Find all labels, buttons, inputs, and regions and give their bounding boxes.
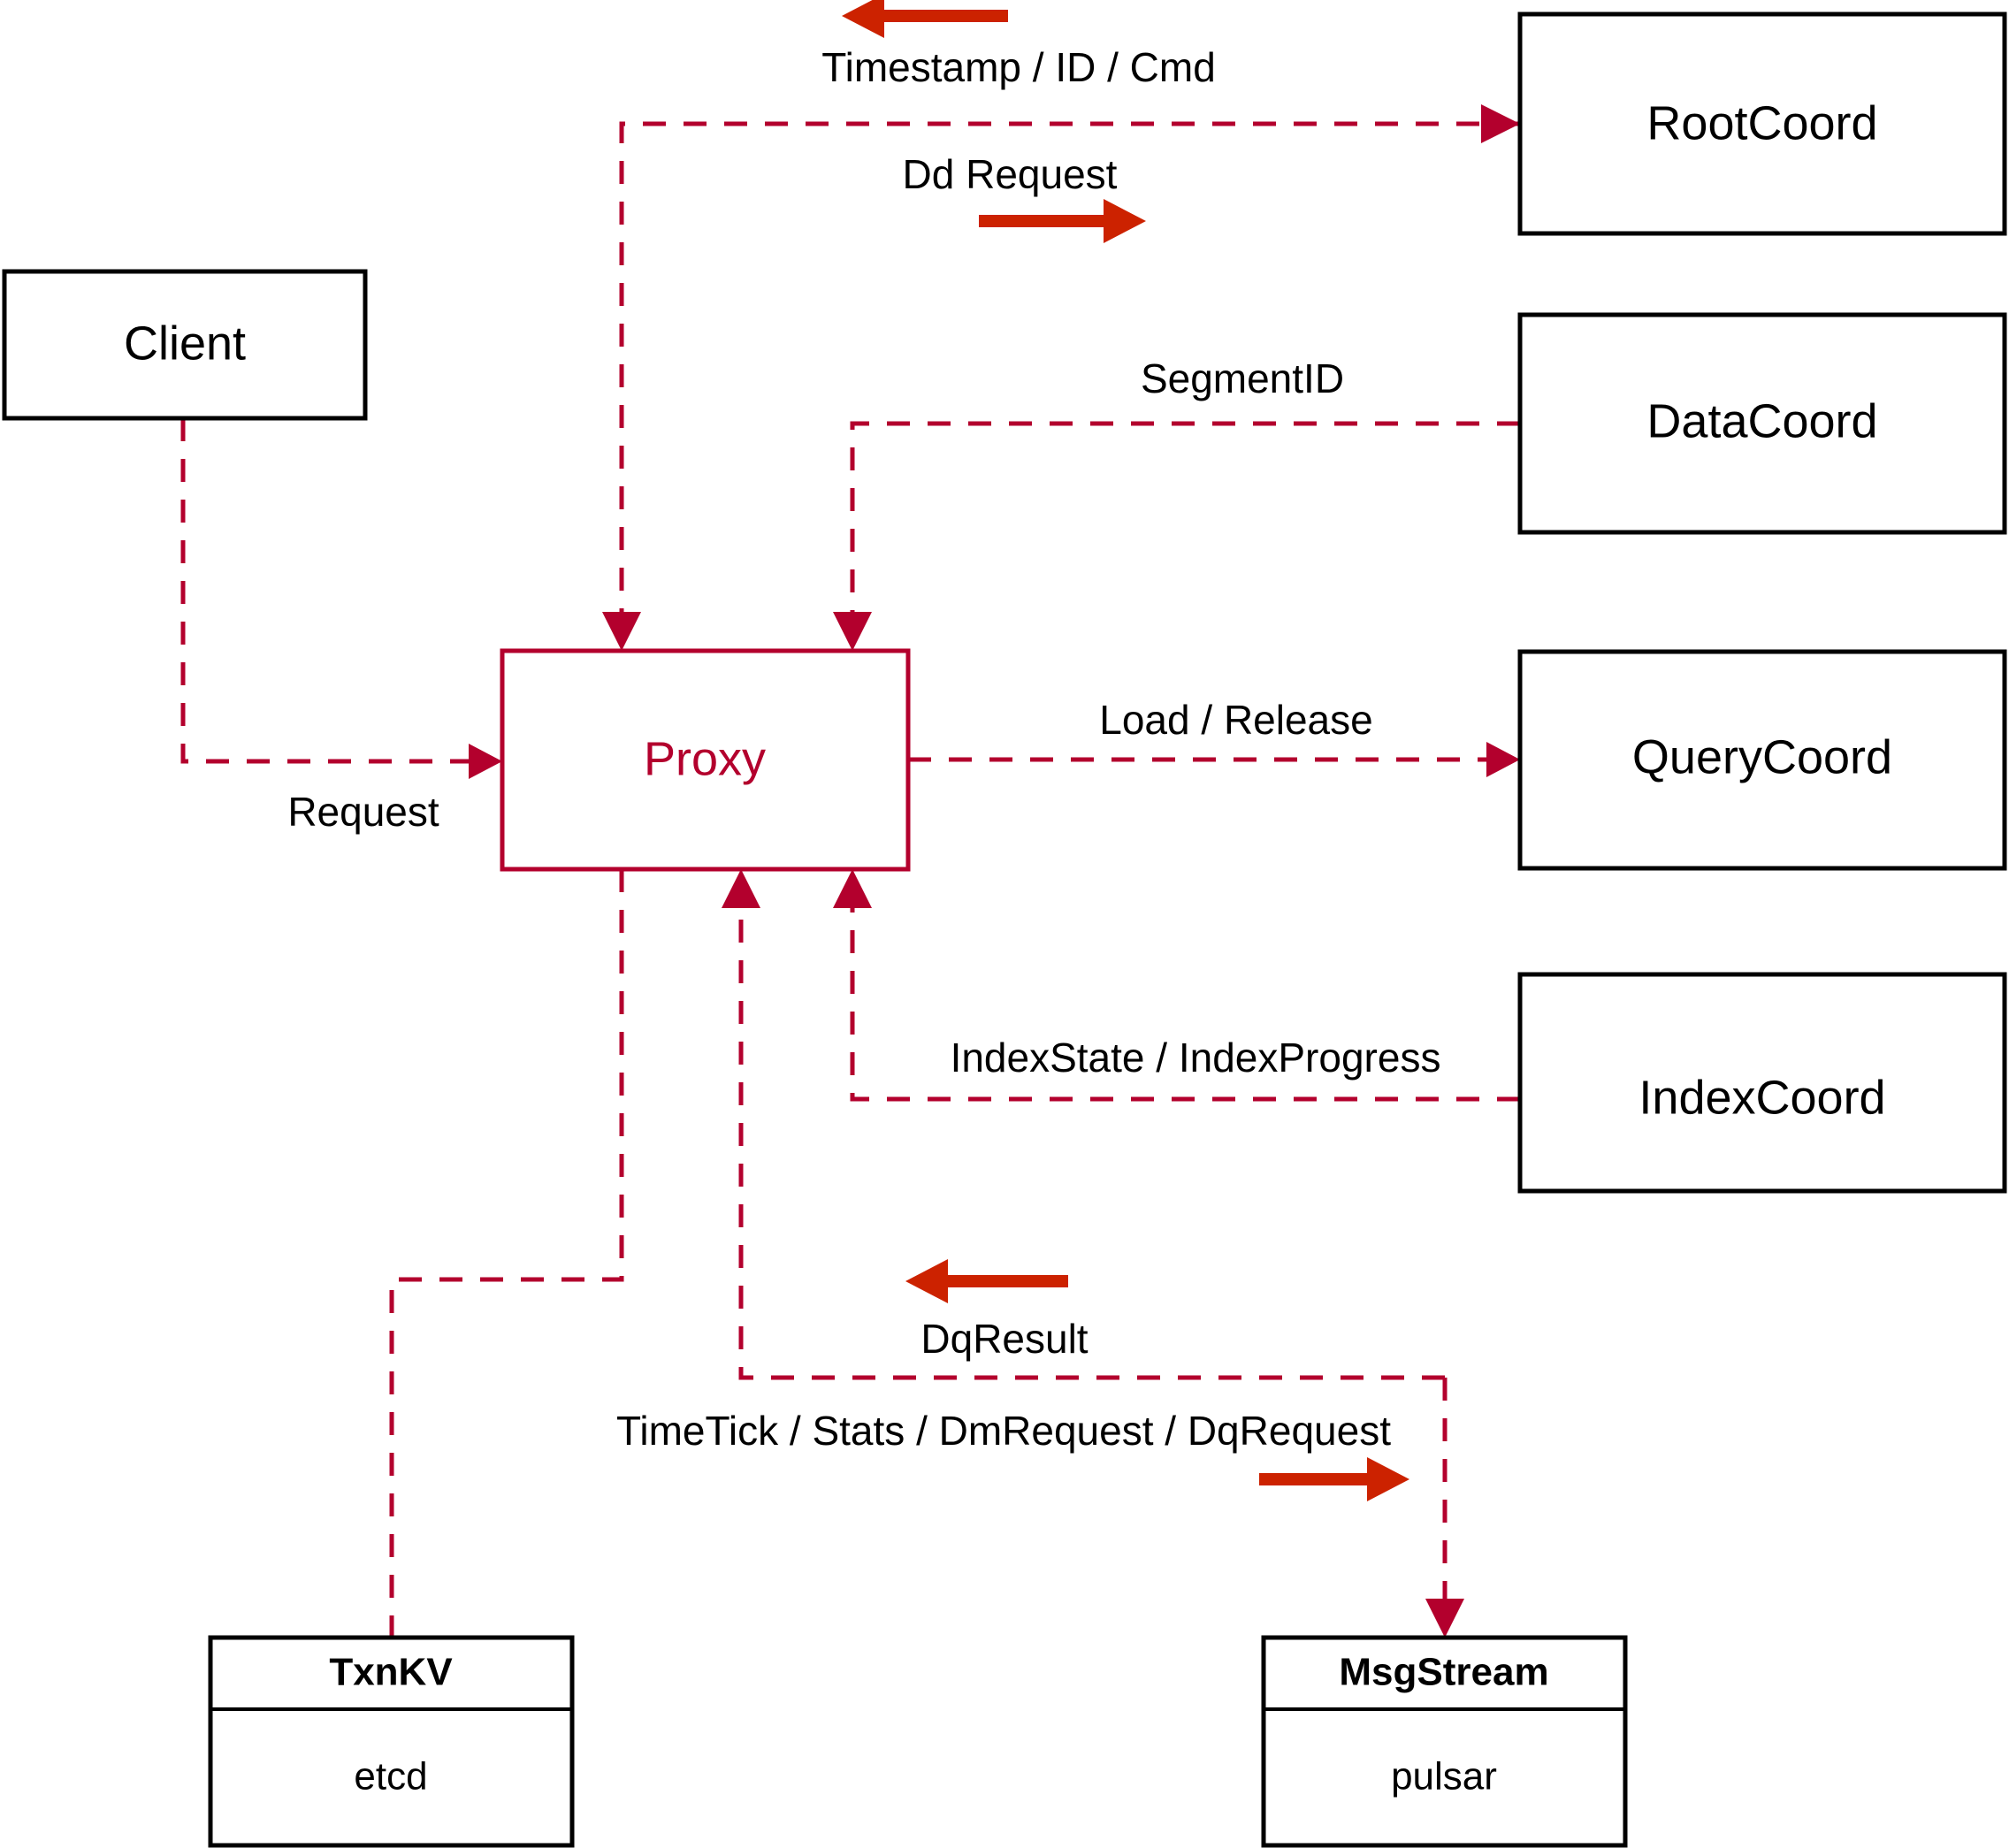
- node-index-coord-box[interactable]: [1517, 972, 2007, 1194]
- edge-label-msg-publish: TimeTick / Stats / DmRequest / DqRequest: [616, 1408, 1391, 1454]
- node-query-coord-label: QueryCoord: [1632, 730, 1892, 783]
- direction-arrow-dqresult-head: [905, 1259, 948, 1303]
- edge-index-state-path: [850, 882, 1520, 1102]
- edge-dq-result-arrowhead: [722, 869, 760, 908]
- edge-label-client-request: Request: [287, 789, 439, 835]
- edge-client-request: [180, 418, 502, 779]
- node-client-label: Client: [124, 317, 246, 370]
- edge-label-dq-result: DqResult: [920, 1316, 1088, 1362]
- node-proxy-label: Proxy: [644, 732, 766, 785]
- edge-dq-result: [722, 869, 1445, 1380]
- node-txnkv-title: TxnKV: [329, 1651, 453, 1694]
- direction-arrow-timestamp-head: [842, 0, 884, 38]
- edge-dd-request-arrowhead: [1481, 104, 1520, 143]
- edge-load-release: [908, 742, 1520, 777]
- edge-proxy-txnkv: [389, 869, 624, 1638]
- edge-segment-id-arrowhead: [833, 612, 872, 651]
- node-txnkv[interactable]: TxnKV etcd: [208, 1635, 575, 1848]
- edge-msg-publish: [1425, 1378, 1464, 1638]
- node-proxy-box[interactable]: [500, 648, 911, 872]
- edge-index-state-arrowhead: [833, 869, 872, 908]
- direction-arrow-ddrequest-head: [1104, 199, 1146, 243]
- edge-label-dd-request: Dd Request: [903, 151, 1118, 197]
- node-txnkv-impl: etcd: [354, 1755, 427, 1798]
- edge-label-load-release: Load / Release: [1099, 697, 1372, 743]
- edge-dd-request: [1481, 104, 1520, 143]
- edge-label-index-state: IndexState / IndexProgress: [951, 1035, 1441, 1081]
- node-query-coord-box[interactable]: [1517, 649, 2007, 871]
- direction-arrow-timestamp: [842, 0, 1008, 38]
- node-msgstream-box[interactable]: [1261, 1635, 1628, 1848]
- node-root-coord-box[interactable]: [1517, 11, 2007, 236]
- direction-arrow-msgpublish: [1259, 1457, 1409, 1501]
- edge-dq-result-path: [738, 882, 1445, 1380]
- edge-root-return-path: [619, 121, 1520, 638]
- node-proxy[interactable]: Proxy: [500, 648, 911, 872]
- edge-client-request-arrowhead: [469, 744, 502, 779]
- edge-label-segment-id: SegmentID: [1141, 355, 1344, 401]
- node-client[interactable]: Client: [2, 269, 368, 421]
- node-root-coord-label: RootCoord: [1646, 96, 1877, 149]
- node-root-coord[interactable]: RootCoord: [1517, 11, 2007, 236]
- edge-root-return: [602, 121, 1520, 651]
- node-msgstream-impl: pulsar: [1391, 1755, 1497, 1798]
- edge-load-release-arrowhead: [1486, 742, 1520, 777]
- node-index-coord-label: IndexCoord: [1639, 1071, 1885, 1124]
- edge-segment-id-path: [850, 421, 1520, 638]
- node-msgstream[interactable]: MsgStream pulsar: [1261, 1635, 1628, 1848]
- edge-client-request-path: [180, 418, 492, 764]
- node-msgstream-title: MsgStream: [1339, 1651, 1548, 1694]
- node-index-coord[interactable]: IndexCoord: [1517, 972, 2007, 1194]
- direction-arrow-ddrequest: [979, 199, 1146, 243]
- edge-root-return-arrowhead: [602, 612, 641, 651]
- edge-label-root-return: Timestamp / ID / Cmd: [821, 44, 1216, 90]
- edge-proxy-txnkv-path: [389, 869, 624, 1638]
- node-query-coord[interactable]: QueryCoord: [1517, 649, 2007, 871]
- node-txnkv-box[interactable]: [208, 1635, 575, 1848]
- node-data-coord[interactable]: DataCoord: [1517, 312, 2007, 535]
- edge-segment-id: [833, 421, 1520, 651]
- node-data-coord-box[interactable]: [1517, 312, 2007, 535]
- direction-arrow-dqresult: [905, 1259, 1068, 1303]
- node-data-coord-label: DataCoord: [1646, 394, 1877, 447]
- edge-index-state: [833, 869, 1520, 1102]
- node-client-box[interactable]: [2, 269, 368, 421]
- direction-arrow-msgpublish-head: [1367, 1457, 1409, 1501]
- edge-msg-publish-arrowhead: [1425, 1599, 1464, 1638]
